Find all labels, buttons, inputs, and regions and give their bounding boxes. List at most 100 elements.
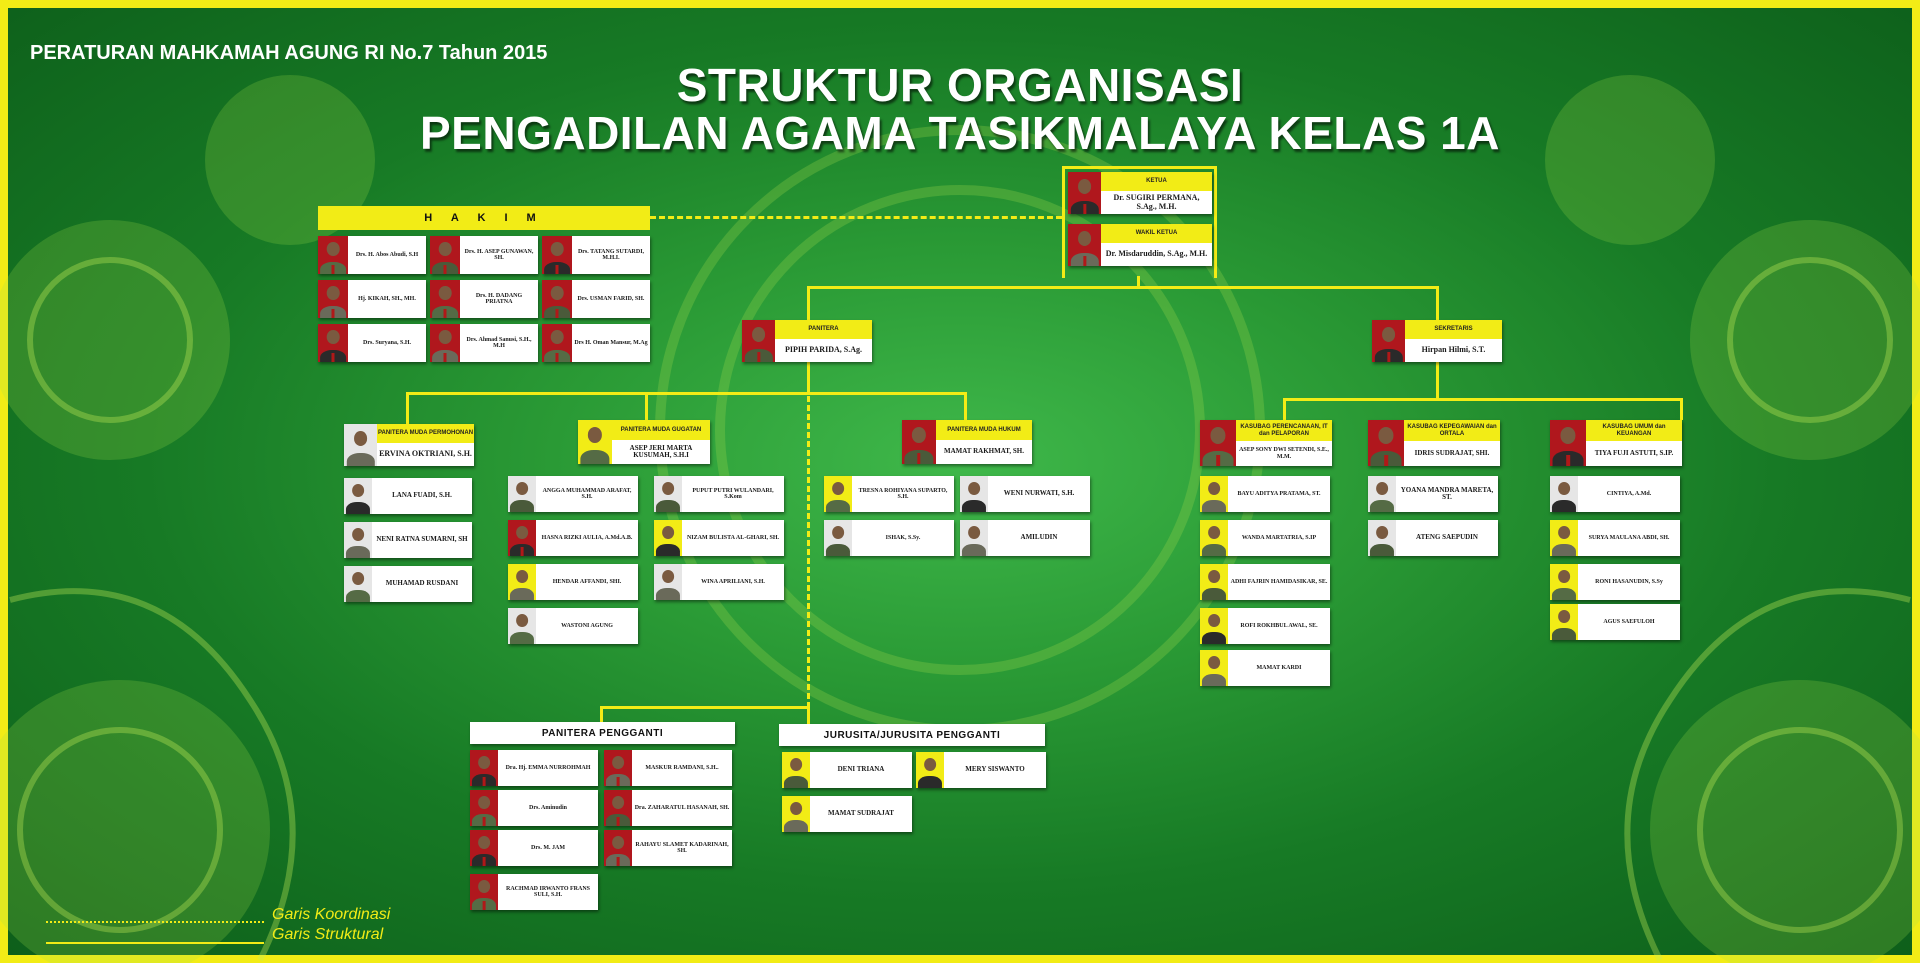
person-name: HENDAR AFFANDI, SHI. [552, 578, 622, 585]
person-photo [1200, 608, 1228, 644]
person-name: WASTONI AGUNG [561, 622, 613, 629]
person-photo [470, 874, 498, 910]
person-name: DENI TRIANA [837, 765, 885, 774]
person-photo [742, 320, 775, 362]
person-name: Drs. Suryana, S.H. [362, 339, 411, 346]
person-photo [1068, 224, 1101, 266]
person-photo [508, 608, 536, 644]
staff-card: TRESNA ROHIYANA SUPARTO, S.H. [824, 476, 954, 512]
staff-card: MAMAT SUDRAJAT [782, 796, 912, 832]
staff-card: LANA FUADI, S.H. [344, 478, 472, 514]
staff-card: Dra. ZAHARATUL HASANAH, SH. [604, 790, 732, 826]
person-name: Dra. Hj. EMMA NURROHMAH [505, 764, 591, 771]
jurusita-header: JURUSITA/JURUSITA PENGGANTI [779, 724, 1045, 746]
person-name: Hj. KIKAH, SH., MH. [358, 295, 416, 302]
page-subtitle: PENGADILAN AGAMA TASIKMALAYA KELAS 1A [420, 107, 1500, 159]
person-name: WINA APRILIANI, S.H. [701, 578, 765, 585]
structural-line [1137, 276, 1140, 288]
structural-line [1283, 398, 1683, 401]
person-photo [542, 236, 572, 274]
person-photo [654, 520, 682, 556]
person-photo [344, 566, 372, 602]
staff-card: DENI TRIANA [782, 752, 912, 788]
person-photo [1372, 320, 1405, 362]
person-photo [1550, 476, 1578, 512]
person-name: Drs. H. DADANG PRIATNA [475, 292, 523, 305]
staff-card: CINTIYA, A.Md. [1550, 476, 1680, 512]
person-photo [1200, 420, 1236, 466]
person-name: SURYA MAULANA ABDI, SH. [1588, 534, 1670, 541]
staff-card: WANDA MARTATRIA, S.IP [1200, 520, 1330, 556]
staff-card: AGUS SAEFULOH [1550, 604, 1680, 640]
position-title: KASUBAG UMUM dan KEUANGAN [1586, 420, 1682, 441]
person-photo [1550, 604, 1578, 640]
person-name: MAMAT SUDRAJAT [828, 809, 894, 818]
position-title: WAKIL KETUA [1101, 224, 1212, 243]
person-photo [604, 830, 632, 866]
panitera-pengganti-header: PANITERA PENGGANTI [470, 722, 735, 744]
person-photo [1200, 476, 1228, 512]
person-name: PIPIH PARIDA, S.Ag. [785, 345, 862, 355]
person-name: RACHMAD IRWANTO FRANS SULI, S.H. [505, 885, 590, 898]
staff-card: ROFI ROKHBUL AWAL, SE. [1200, 608, 1330, 644]
staff-card: WASTONI AGUNG [508, 608, 638, 644]
structural-line [1680, 398, 1683, 420]
person-photo [654, 564, 682, 600]
staff-card: Drs. TATANG SUTARDI, M.H.I. [542, 236, 650, 274]
position-title: KASUBAG PERENCANAAN, IT dan PELAPORAN [1236, 420, 1332, 441]
legend-coordination-label: Garis Koordinasi [272, 906, 391, 923]
person-name: ASEP JERI MARTA KUSUMAH, S.H.I [629, 443, 693, 459]
person-photo [916, 752, 944, 788]
person-name: IDRIS SUDRAJAT, SHI. [1414, 448, 1490, 457]
staff-card: RONI HASANUDIN, S.Sy [1550, 564, 1680, 600]
person-photo [344, 522, 372, 558]
person-name: WANDA MARTATRIA, S.IP [1241, 534, 1317, 541]
person-photo [470, 750, 498, 786]
person-photo [960, 476, 988, 512]
person-photo [1368, 520, 1396, 556]
position-title: PANITERA MUDA GUGATAN [612, 420, 710, 440]
structural-line [600, 706, 603, 722]
staff-card: Drs. H. ASEP GUNAWAN, SH. [430, 236, 538, 274]
position-title: KETUA [1101, 172, 1212, 191]
person-name: WENI NURWATI, S.H. [1003, 489, 1075, 498]
staff-card: WENI NURWATI, S.H. [960, 476, 1090, 512]
person-name: ERVINA OKTRIANI, S.H. [379, 449, 472, 459]
staff-card: Dra. Hj. EMMA NURROHMAH [470, 750, 598, 786]
person-photo [542, 324, 572, 362]
person-name: Drs. USMAN FARID, SH. [577, 295, 645, 302]
person-photo [508, 476, 536, 512]
staff-card: HASNA RIZKI AULIA, A.Md.A.B. [508, 520, 638, 556]
staff-card: Drs. H. Abos Abudi, S.H [318, 236, 426, 274]
staff-card: Hj. KIKAH, SH., MH. [318, 280, 426, 318]
legend-structural-label: Garis Struktural [272, 926, 384, 943]
person-name: ANGGA MUHAMMAD ARAFAT, S.H. [542, 487, 632, 500]
person-name: Hirpan Hilmi, S.T. [1421, 345, 1486, 355]
person-photo [318, 236, 348, 274]
person-name: RAHAYU SLAMET KADARINAH, SH. [635, 841, 729, 854]
person-photo [604, 790, 632, 826]
person-photo [508, 520, 536, 556]
person-name: Drs. Aminudin [528, 804, 567, 811]
person-photo [960, 520, 988, 556]
person-name: CINTIYA, A.Md. [1606, 490, 1652, 497]
person-photo [1550, 420, 1586, 466]
person-name: Drs. H. ASEP GUNAWAN, SH. [464, 248, 534, 261]
staff-card: WINA APRILIANI, S.H. [654, 564, 784, 600]
staff-card: Drs. Aminudin [470, 790, 598, 826]
person-name: ASEP SONY DWI SETENDI, S.E., M.M. [1239, 447, 1329, 460]
legend-coordination-line [46, 921, 264, 923]
person-name: MUHAMAD RUSDANI [385, 579, 459, 588]
regulation-label: PERATURAN MAHKAMAH AGUNG RI No.7 Tahun 2… [30, 42, 548, 64]
person-name: ROFI ROKHBUL AWAL, SE. [1240, 622, 1318, 629]
person-name: ISHAK, S.Sy. [885, 534, 921, 541]
staff-card: NIZAM BULISTA AL-GHARI, SH. [654, 520, 784, 556]
person-photo [344, 424, 377, 466]
person-photo [824, 476, 852, 512]
person-name: BAYU ADITYA PRATAMA, ST. [1237, 490, 1321, 497]
person-name: YOANA MANDRA MARETA, ST. [1400, 485, 1494, 501]
